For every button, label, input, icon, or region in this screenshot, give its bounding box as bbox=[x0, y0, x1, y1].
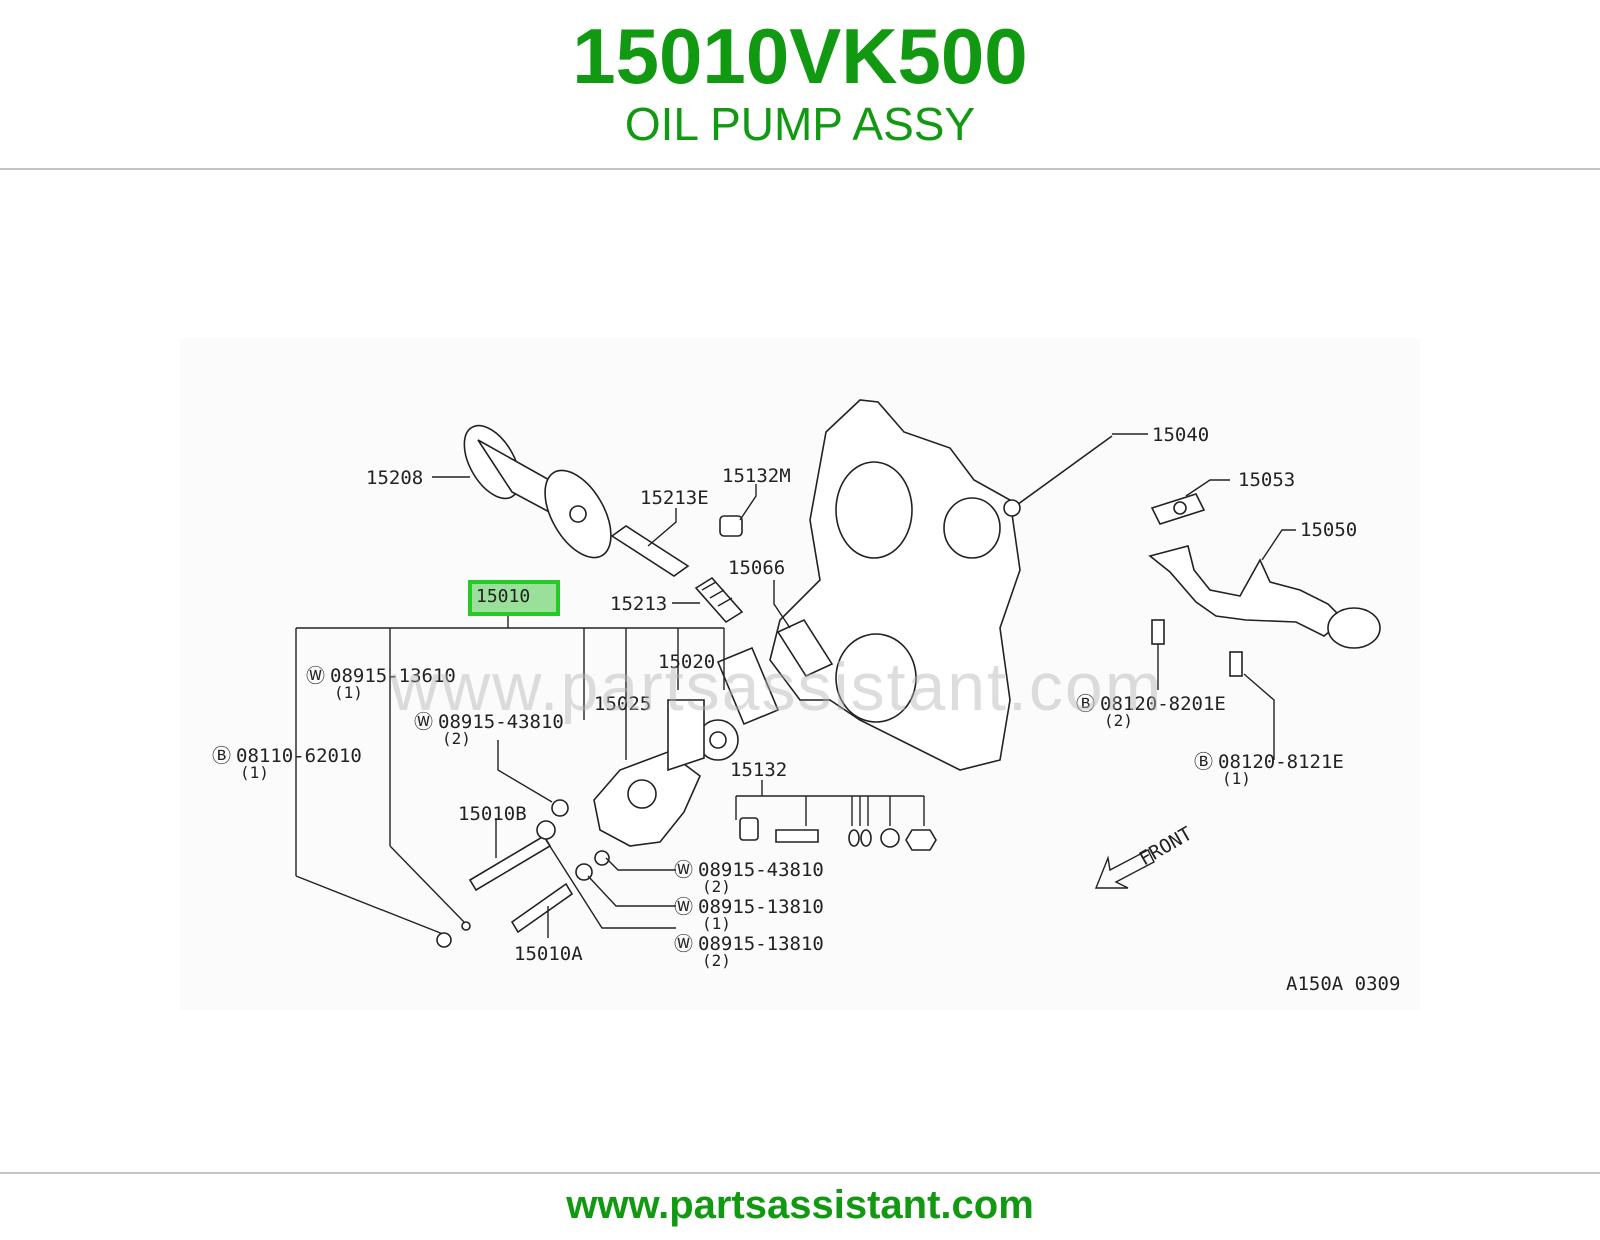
label-15010A: 15010A bbox=[514, 943, 583, 965]
label-08120-8201E: 08120-8201E bbox=[1100, 693, 1226, 715]
label-15213: 15213 bbox=[610, 593, 667, 615]
label-08915-43810-b: 08915-43810 bbox=[698, 859, 824, 881]
washer-mark-3: Ⓦ bbox=[674, 859, 693, 881]
washer-part-4[interactable] bbox=[594, 850, 610, 866]
watermark: www.partsassistant.com bbox=[390, 649, 1164, 725]
dipstick-part[interactable] bbox=[1003, 435, 1113, 517]
pump-bolt-long[interactable] bbox=[468, 834, 552, 892]
highlighted-part-box[interactable] bbox=[468, 580, 560, 616]
qty-08120-8201E: (2) bbox=[1104, 711, 1133, 730]
part-number-title: 15010VK500 bbox=[572, 12, 1028, 100]
label-08915-13810-b: 08915-13810 bbox=[698, 933, 824, 955]
label-15053: 15053 bbox=[1238, 469, 1295, 491]
label-15025: 15025 bbox=[594, 693, 651, 715]
label-15050: 15050 bbox=[1300, 519, 1357, 541]
strainer-gasket-part[interactable] bbox=[1150, 493, 1206, 525]
strainer-bolt-rear[interactable] bbox=[1229, 651, 1243, 677]
gasket-part[interactable] bbox=[776, 618, 834, 678]
highlighted-part-label[interactable]: 15010 bbox=[476, 586, 531, 607]
label-08110-62010: 08110-62010 bbox=[236, 745, 362, 767]
label-15132M: 15132M bbox=[722, 465, 791, 487]
washer-mark-5: Ⓦ bbox=[674, 933, 693, 955]
washer-mark-4: Ⓦ bbox=[674, 896, 693, 918]
qty-08915-13810-b: (2) bbox=[702, 951, 731, 970]
front-label: FRONT bbox=[1136, 823, 1197, 871]
washer-part-1[interactable] bbox=[536, 820, 556, 840]
label-08120-8121E: 08120-8121E bbox=[1218, 751, 1344, 773]
label-15040: 15040 bbox=[1152, 424, 1209, 446]
label-15132: 15132 bbox=[730, 759, 787, 781]
washer-mark-1: Ⓦ bbox=[306, 665, 325, 687]
qty-08915-43810-a: (2) bbox=[442, 729, 471, 748]
qty-08120-8121E: (1) bbox=[1222, 769, 1251, 788]
plug-part[interactable] bbox=[719, 515, 743, 537]
header-divider bbox=[0, 168, 1600, 170]
front-direction-arrow bbox=[1094, 849, 1155, 889]
small-washer-part[interactable] bbox=[461, 921, 471, 931]
relief-spring-part[interactable] bbox=[694, 576, 744, 624]
label-15010B: 15010B bbox=[458, 803, 527, 825]
washer-part-2[interactable] bbox=[551, 799, 569, 817]
label-15020: 15020 bbox=[658, 651, 715, 673]
label-15213E: 15213E bbox=[640, 487, 709, 509]
part-name-subtitle: OIL PUMP ASSY bbox=[624, 98, 976, 150]
drawing-code: A150A 0309 bbox=[1286, 973, 1400, 995]
front-cover-housing[interactable] bbox=[769, 399, 1021, 771]
oil-filter-part[interactable] bbox=[453, 416, 625, 568]
washer-mark-2: Ⓦ bbox=[414, 711, 433, 733]
footer-divider bbox=[0, 1172, 1600, 1174]
bolt-head-part[interactable] bbox=[436, 932, 452, 948]
label-08915-13810-a: 08915-13810 bbox=[698, 896, 824, 918]
qty-08915-13610: (1) bbox=[334, 683, 363, 702]
label-15208: 15208 bbox=[366, 467, 423, 489]
relief-valve-kit[interactable] bbox=[739, 817, 937, 851]
qty-08915-43810-b: (2) bbox=[702, 877, 731, 896]
page-header: 15010VK500 OIL PUMP ASSY bbox=[0, 0, 1600, 168]
strainer-bolt-front[interactable] bbox=[1151, 619, 1165, 645]
bolt-mark-b3: Ⓑ bbox=[212, 745, 231, 767]
bolt-mark-b1: Ⓑ bbox=[1076, 693, 1095, 715]
pump-bolt-short[interactable] bbox=[510, 882, 574, 934]
oil-pump-body-part[interactable] bbox=[593, 699, 705, 847]
label-15066: 15066 bbox=[728, 557, 785, 579]
footer-url-link[interactable]: www.partsassistant.com bbox=[566, 1183, 1034, 1227]
qty-08915-13810-a: (1) bbox=[702, 914, 731, 933]
connector-pipe-part[interactable] bbox=[610, 525, 690, 577]
label-08915-13610: 08915-13610 bbox=[330, 665, 456, 687]
qty-08110-62010: (1) bbox=[240, 763, 269, 782]
bolt-mark-b2: Ⓑ bbox=[1194, 751, 1213, 773]
oil-strainer-part[interactable] bbox=[1148, 545, 1381, 649]
label-08915-43810-a: 08915-43810 bbox=[438, 711, 564, 733]
